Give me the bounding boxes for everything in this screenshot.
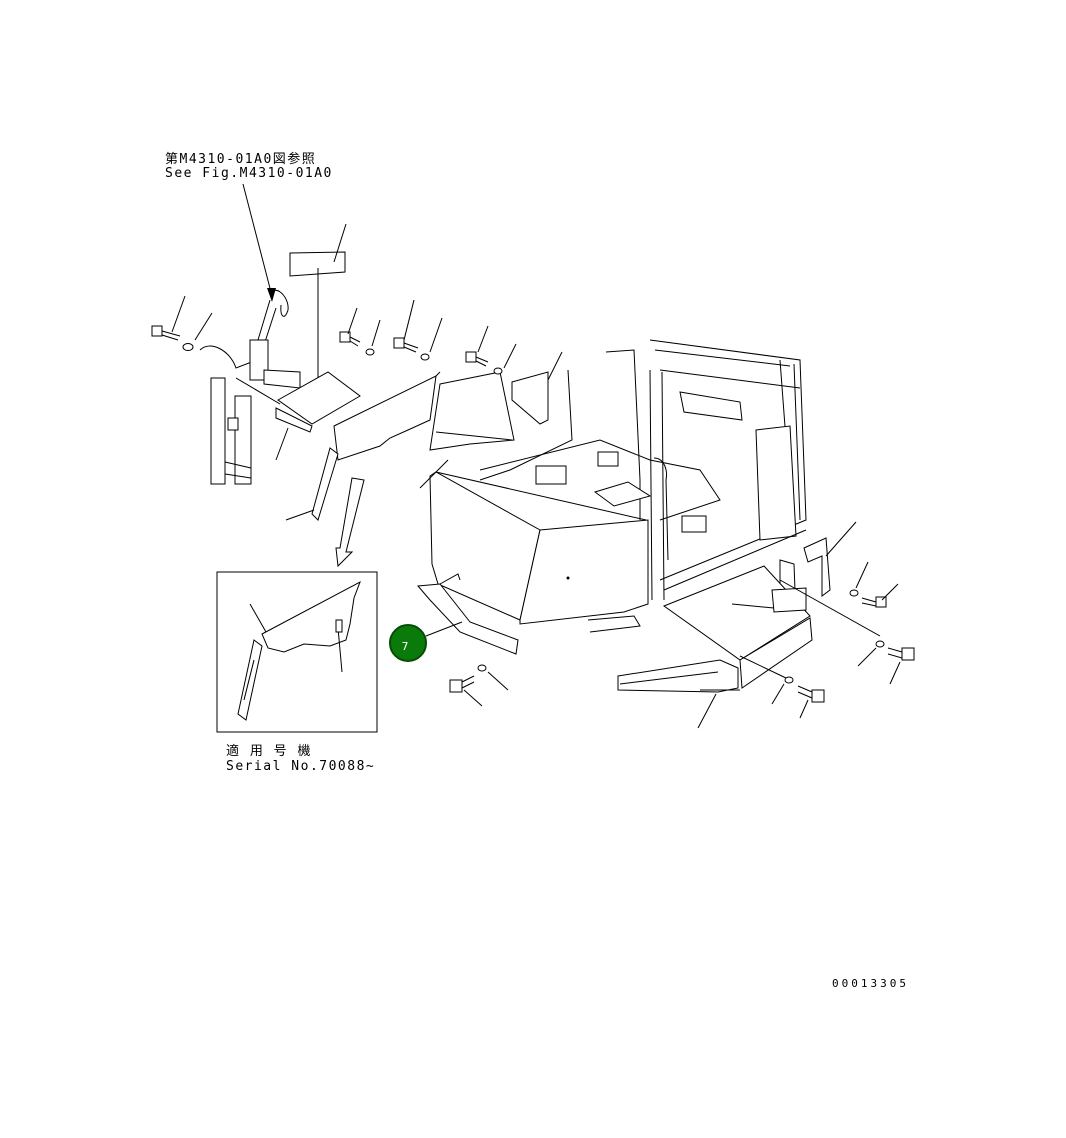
inset-caption-en: Serial No.70088~ bbox=[226, 759, 376, 774]
item-marker-7[interactable]: 7 bbox=[389, 624, 427, 662]
cab-frame[interactable] bbox=[429, 339, 807, 601]
step-bar[interactable] bbox=[617, 659, 739, 693]
document-number: 00013305 bbox=[832, 977, 909, 990]
handrail-assembly[interactable] bbox=[199, 289, 301, 485]
serial-inset bbox=[216, 571, 378, 733]
reference-arrow bbox=[242, 183, 276, 302]
item-marker-label: 7 bbox=[401, 639, 409, 653]
reference-note-jp: 第M4310-01A0図参照 bbox=[165, 152, 317, 167]
down-arrow-icon bbox=[335, 477, 365, 568]
side-cover[interactable] bbox=[311, 371, 441, 521]
bolts[interactable] bbox=[151, 325, 915, 703]
right-brackets[interactable] bbox=[662, 537, 831, 689]
reference-note-en: See Fig.M4310-01A0 bbox=[165, 166, 333, 181]
leader-lines bbox=[171, 223, 901, 729]
front-cover[interactable] bbox=[429, 471, 649, 633]
lower-plate[interactable] bbox=[416, 573, 519, 655]
step-plate[interactable] bbox=[275, 251, 361, 433]
inset-caption-jp: 適 用 号 機 bbox=[226, 744, 312, 759]
